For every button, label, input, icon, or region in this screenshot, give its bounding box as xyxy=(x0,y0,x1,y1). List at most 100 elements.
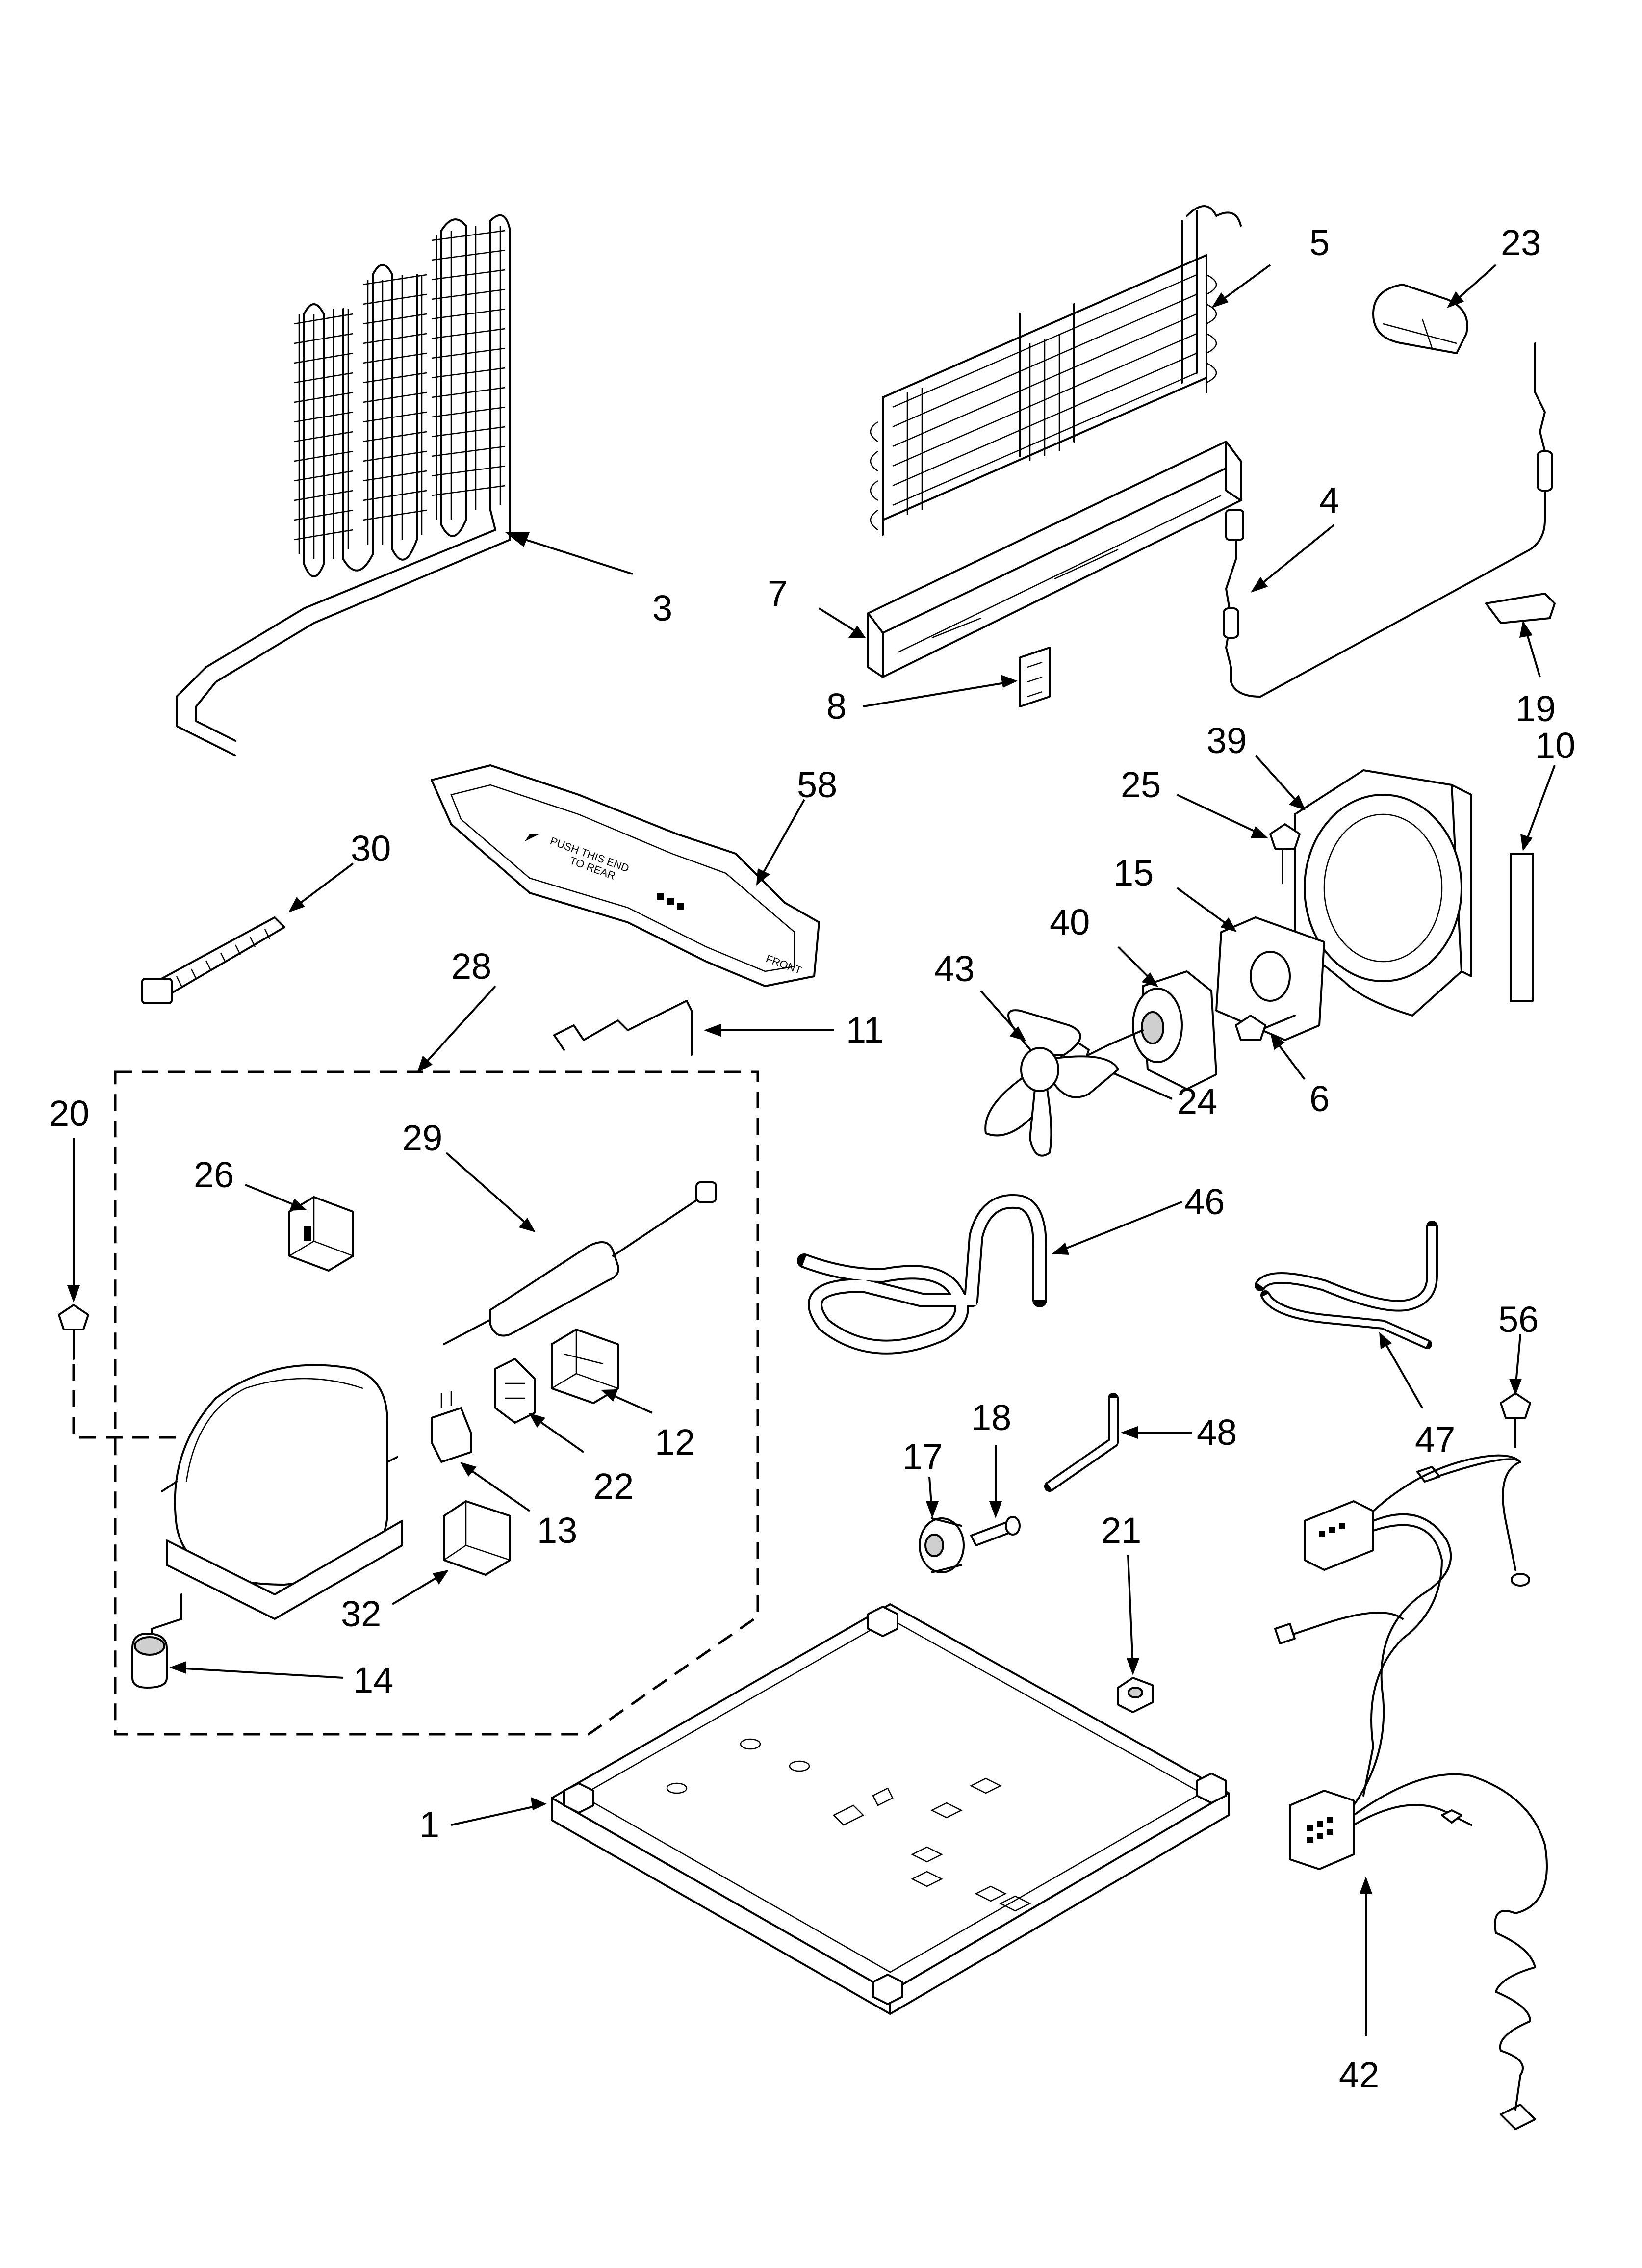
callout-10: 10 xyxy=(1535,725,1575,766)
tube-47-part xyxy=(1255,1221,1438,1349)
leader-58 xyxy=(759,799,805,879)
callout-47: 47 xyxy=(1415,1419,1455,1460)
leader-4-arrow xyxy=(1251,577,1268,593)
leader-6-arrow xyxy=(1270,1033,1285,1050)
leader-40 xyxy=(1117,946,1154,982)
callout-23: 23 xyxy=(1501,222,1541,263)
callout-43: 43 xyxy=(934,948,975,989)
leader-21-arrow xyxy=(1127,1658,1139,1675)
callout-28: 28 xyxy=(451,946,491,987)
base-frame-part xyxy=(551,1603,1230,2015)
fan-blade-part xyxy=(984,1009,1119,1157)
leader-56-arrow xyxy=(1509,1379,1522,1396)
leader-21 xyxy=(1127,1555,1134,1668)
leader-30-arrow xyxy=(288,897,305,912)
leader-26-arrow xyxy=(289,1199,307,1211)
callout-11: 11 xyxy=(846,1010,884,1050)
drain-pan-part: PUSH THIS END TO REAR FRONT xyxy=(431,764,820,987)
clip-part xyxy=(1019,647,1051,707)
callout-56: 56 xyxy=(1498,1299,1539,1340)
leader-40-arrow xyxy=(1142,972,1158,987)
leader-5 xyxy=(1215,264,1271,305)
leader-18-arrow xyxy=(989,1501,1002,1518)
leader-5-arrow xyxy=(1211,292,1229,308)
screw-56-part xyxy=(1500,1392,1531,1448)
leader-4 xyxy=(1255,524,1335,590)
callout-6: 6 xyxy=(1309,1078,1330,1119)
callout-3: 3 xyxy=(652,588,672,628)
leader-29-arrow xyxy=(519,1218,536,1232)
callout-5: 5 xyxy=(1309,222,1330,263)
callout-58: 58 xyxy=(797,764,837,805)
callout-48: 48 xyxy=(1197,1412,1237,1453)
leader-25 xyxy=(1177,794,1261,835)
leader-7 xyxy=(818,607,859,634)
grommet-part xyxy=(131,1593,182,1689)
callout-32: 32 xyxy=(341,1593,381,1634)
leader-1 xyxy=(451,1804,540,1826)
leader-42-arrow xyxy=(1360,1877,1372,1894)
callout-14: 14 xyxy=(353,1660,393,1700)
relay-26-part xyxy=(288,1196,354,1272)
cable-tie-part xyxy=(141,916,285,1004)
leader-17-arrow xyxy=(926,1501,939,1518)
callout-21: 21 xyxy=(1101,1510,1141,1551)
leader-20-arrow xyxy=(67,1285,80,1303)
callout-42: 42 xyxy=(1339,2055,1379,2095)
screw-25-part xyxy=(1269,823,1301,884)
callout-1: 1 xyxy=(419,1804,439,1845)
leader-8-arrow xyxy=(1001,675,1018,688)
callout-30: 30 xyxy=(351,828,391,869)
leader-43 xyxy=(980,990,1021,1036)
leader-39 xyxy=(1255,755,1301,806)
leader-13 xyxy=(465,1466,531,1512)
axle-pin-part xyxy=(970,1516,1021,1546)
callout-12: 12 xyxy=(655,1422,695,1462)
nut-21-part xyxy=(1117,1677,1154,1713)
leader-46 xyxy=(1059,1201,1182,1252)
fan-shroud-part xyxy=(1294,769,1472,1017)
callout-22: 22 xyxy=(593,1466,634,1507)
leader-14 xyxy=(176,1667,344,1679)
leader-23-arrow xyxy=(1447,291,1464,308)
leader-19-arrow xyxy=(1519,621,1533,638)
leader-1-arrow xyxy=(531,1797,547,1810)
callout-19: 19 xyxy=(1515,688,1556,729)
leader-46-arrow xyxy=(1052,1243,1069,1255)
leader-32-arrow xyxy=(433,1570,449,1585)
leader-47-arrow xyxy=(1379,1332,1392,1349)
drier-part xyxy=(443,1181,717,1345)
compressor-part xyxy=(161,1364,403,1620)
relay-12-part xyxy=(551,1329,619,1404)
capacitor-part xyxy=(443,1500,511,1576)
callout-26: 26 xyxy=(194,1154,234,1195)
leader-29 xyxy=(445,1152,531,1227)
leader-32 xyxy=(391,1574,442,1605)
leader-58-arrow xyxy=(756,868,770,886)
leader-13-arrow xyxy=(460,1462,477,1477)
leader-3-arrow xyxy=(505,532,530,547)
compressor-kit-boundary xyxy=(114,1070,759,1736)
screw-6-part xyxy=(1235,1015,1296,1041)
l-tube-part xyxy=(1044,1393,1119,1492)
callout-25: 25 xyxy=(1121,764,1161,805)
leader-25-arrow xyxy=(1251,826,1268,838)
leader-30 xyxy=(293,862,354,909)
callout-18: 18 xyxy=(971,1397,1011,1438)
leader-3 xyxy=(510,534,633,575)
leader-28-arrow xyxy=(417,1056,433,1073)
drain-tube-part xyxy=(797,1194,1047,1355)
leader-8 xyxy=(863,681,1011,707)
wire-harness-part xyxy=(1274,1454,1548,2130)
leader-22 xyxy=(534,1417,585,1453)
condenser-coil-part xyxy=(176,214,511,756)
callout-4: 4 xyxy=(1319,480,1339,521)
seal-strip-part xyxy=(1510,853,1534,1002)
leader-26 xyxy=(245,1184,300,1208)
terminal-connector-part xyxy=(431,1391,472,1463)
leader-12 xyxy=(608,1392,653,1414)
wire-bracket-part xyxy=(553,1000,693,1056)
leader-48-arrow xyxy=(1121,1426,1138,1439)
callout-20: 20 xyxy=(49,1093,89,1134)
